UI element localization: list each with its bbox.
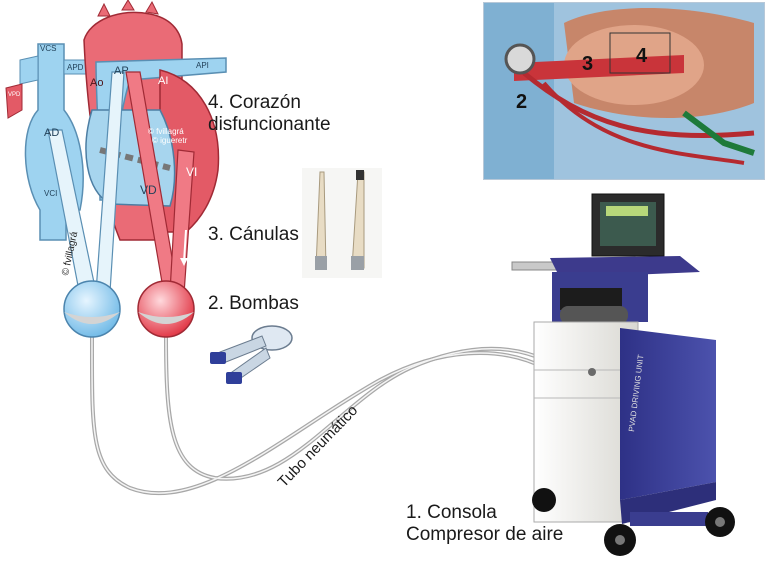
label-vpd: VPD [8,92,21,98]
photo-label-3: 3 [582,53,594,75]
label-consola: 1. Consola Compresor de aire [406,502,563,546]
surgical-photo: 2 3 4 [483,2,765,180]
label-ap: AP [114,65,129,77]
pump-arterial [137,280,195,338]
label-ai: AI [158,75,168,87]
label-vi: VI [186,165,197,179]
label-corazon-line1: 4. Corazón [208,92,301,113]
label-api: API [196,61,209,70]
label-bombas: 2. Bombas [208,293,299,314]
pneumatic-tubes [89,334,547,496]
heart-illustration [5,0,227,297]
label-vci: VCI [44,189,57,198]
label-ao: Ao [90,77,103,89]
label-corazon-line2: disfuncionante [208,114,331,135]
label-ad: AD [44,127,59,139]
label-canulas: 3. Cánulas [208,224,299,245]
label-vcs: VCS [40,44,56,53]
label-tubo: Tubo neumático [275,402,362,491]
label-vd: VD [140,183,157,197]
label-consola-line2: Compresor de aire [406,524,564,545]
cannula-photos [302,168,382,278]
pump-venous [63,280,121,338]
console-machine: PVAD DRIVING UNIT [511,193,735,556]
credit-heart-1: © fvillagrá [148,127,184,136]
label-apd: APD [67,63,84,72]
label-corazon: 4. Corazón disfuncionante [208,92,331,136]
label-consola-line1: 1. Consola [406,502,497,523]
pump-devices-photo [210,325,293,384]
photo-label-4: 4 [636,45,648,67]
credit-heart-2: © igueretr [152,136,188,145]
photo-label-2: 2 [516,91,528,113]
